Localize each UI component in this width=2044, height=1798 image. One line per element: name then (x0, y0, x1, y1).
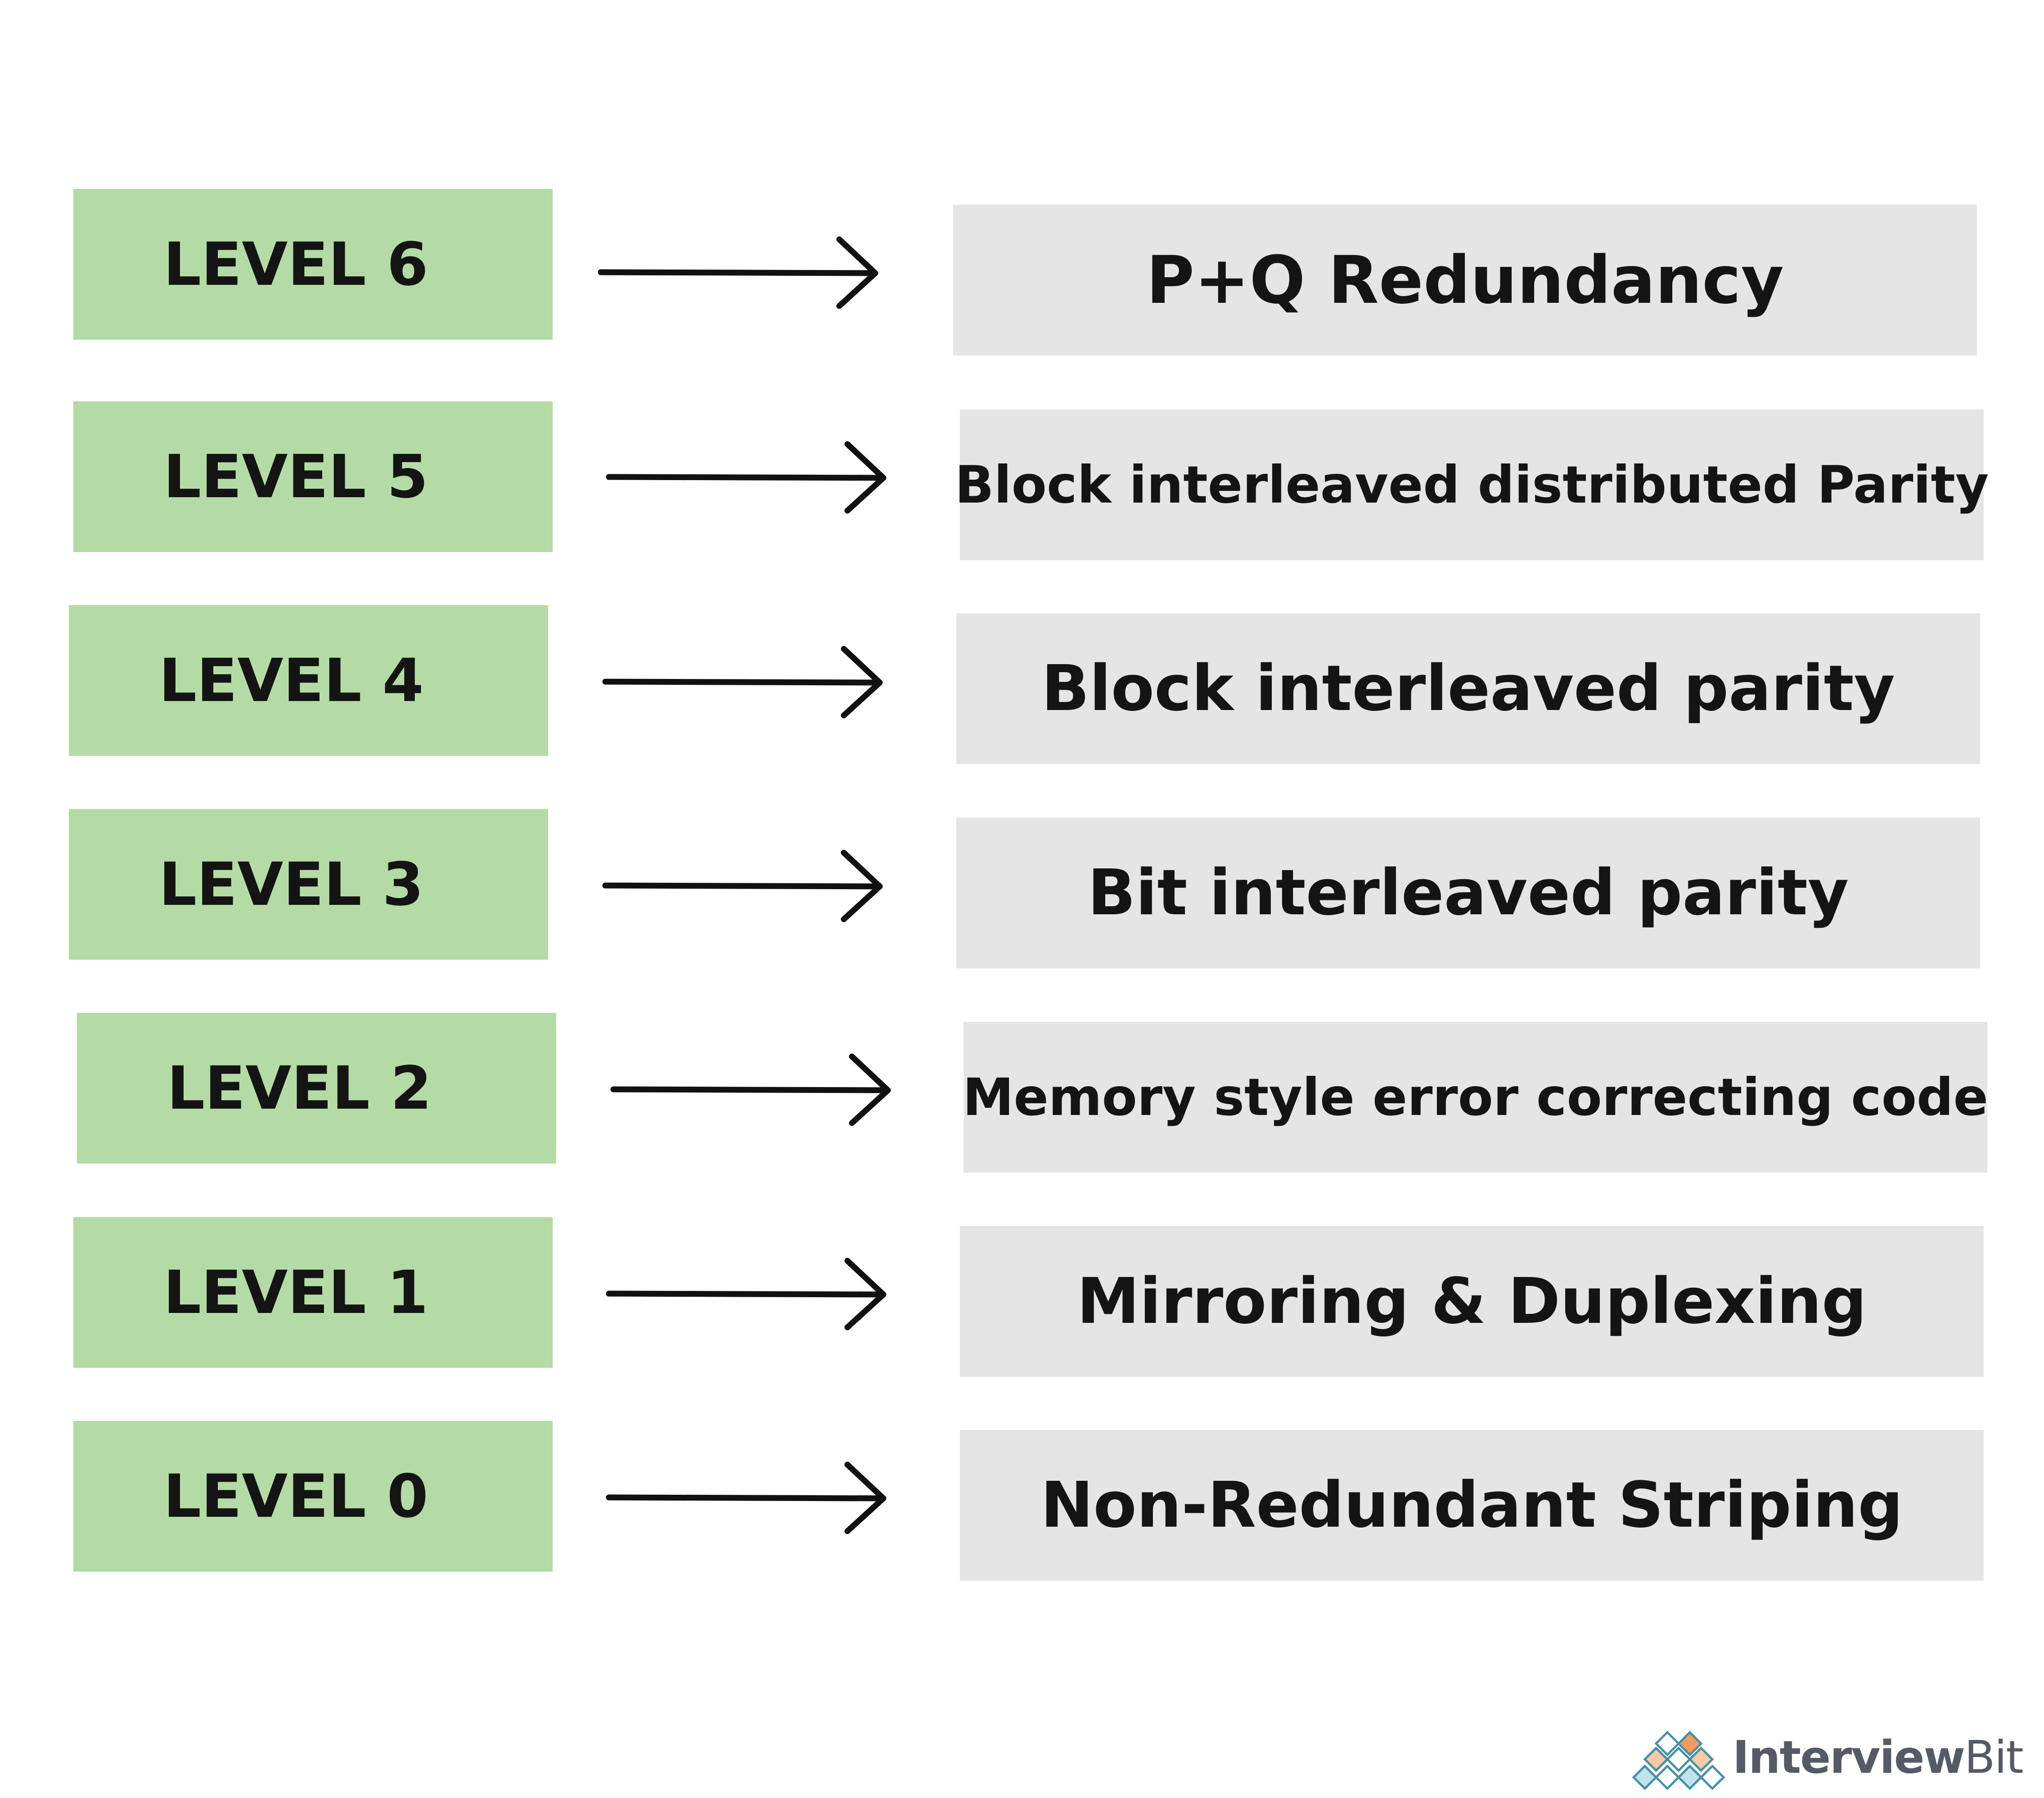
arrow-right-icon (598, 236, 878, 309)
level-box-5: LEVEL 5 (73, 401, 553, 552)
description-label: Memory style error correcting code (963, 1067, 1988, 1127)
level-box-0: LEVEL 0 (73, 1421, 553, 1572)
brand-name: InterviewBit (1733, 1731, 2024, 1784)
level-label: LEVEL 1 (163, 1258, 428, 1327)
level-label: LEVEL 3 (159, 850, 424, 919)
description-box-4: Block interleaved parity (956, 613, 1980, 764)
description-box-5: Block interleaved distributed Parity (955, 409, 1989, 560)
description-box-1: Mirroring & Duplexing (960, 1226, 1984, 1377)
arrow-right-icon (602, 646, 883, 719)
level-box-1: LEVEL 1 (73, 1217, 553, 1368)
arrow-right-icon (606, 1258, 887, 1331)
brand-logo: InterviewBit (1625, 1723, 2024, 1791)
level-label: LEVEL 6 (163, 229, 428, 299)
arrow-right-icon (602, 850, 883, 922)
level-label: LEVEL 2 (167, 1053, 432, 1123)
brand-name-bold: Interview (1733, 1731, 1965, 1784)
arrow-right-icon (610, 1053, 891, 1126)
brand-name-regular: Bit (1964, 1731, 2024, 1784)
description-label: Block interleaved distributed Parity (954, 455, 1989, 515)
description-box-3: Bit interleaved parity (956, 818, 1980, 968)
level-box-4: LEVEL 4 (69, 605, 548, 756)
level-label: LEVEL 5 (163, 442, 428, 512)
arrow-right-icon (606, 1461, 887, 1534)
description-box-0: Non-Redundant Striping (960, 1430, 1984, 1581)
diamond-grid-logo-icon (1632, 1731, 1725, 1790)
level-box-6: LEVEL 6 (73, 189, 553, 340)
level-label: LEVEL 4 (159, 646, 424, 715)
description-label: Bit interleaved parity (1087, 856, 1849, 930)
description-label: P+Q Redundancy (1146, 242, 1784, 319)
description-box-2: Memory style error correcting code (963, 1022, 1988, 1173)
arrow-right-icon (606, 441, 887, 514)
level-box-3: LEVEL 3 (69, 809, 548, 960)
description-label: Mirroring & Duplexing (1076, 1265, 1867, 1338)
description-box-6: P+Q Redundancy (953, 205, 1977, 355)
description-label: Block interleaved parity (1041, 652, 1895, 725)
level-label: LEVEL 0 (163, 1461, 428, 1531)
level-box-2: LEVEL 2 (77, 1013, 556, 1164)
description-label: Non-Redundant Striping (1040, 1469, 1903, 1542)
